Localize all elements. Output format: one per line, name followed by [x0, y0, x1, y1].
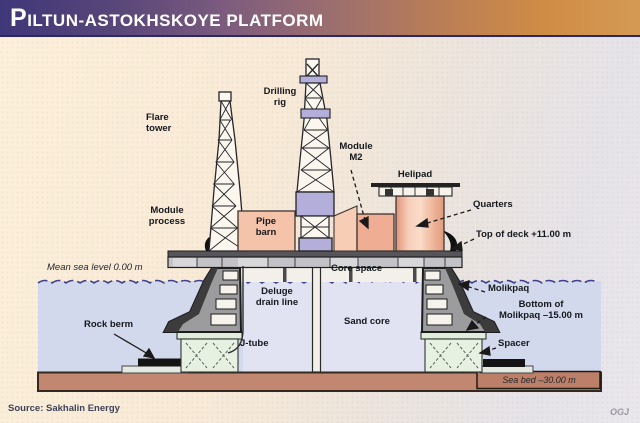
label-drilling-rig: Drilling rig	[263, 86, 297, 108]
label-bottom-of-molikpaq: Bottom of Molikpaq –15.00 m	[499, 299, 583, 321]
sea-bed-label-box	[476, 370, 601, 390]
ogj-logo: OGJ	[610, 407, 630, 417]
deck	[167, 250, 463, 269]
label-spacer: Spacer	[498, 338, 530, 349]
label-flare-tower: Flare tower	[146, 112, 172, 134]
label-deluge-drain-line: Deluge drain line	[255, 286, 299, 308]
spacer-base-right	[420, 331, 487, 373]
label-quarters: Quarters	[473, 199, 513, 210]
label-helipad: Helipad	[397, 169, 433, 180]
label-sea-bed: Sea bed –30.00 m	[502, 374, 576, 385]
sand-core-area	[243, 281, 429, 372]
label-top-of-deck: Top of deck +11.00 m	[476, 229, 572, 240]
mid-module	[333, 205, 358, 252]
core-space-band	[241, 267, 422, 282]
deluge-drain-pipe	[227, 266, 244, 354]
page-title: PILTUN-ASTOKHSKOYE PLATFORM	[10, 4, 324, 32]
drilling-rig-structure	[295, 58, 335, 252]
drilling-slot	[311, 266, 322, 373]
title-banner: PILTUN-ASTOKHSKOYE PLATFORM	[0, 0, 640, 37]
leader-arrows	[113, 169, 497, 359]
flare-tower-structure	[208, 91, 246, 252]
label-sand-core: Sand core	[344, 316, 390, 327]
label-rock-berm: Rock berm	[84, 319, 134, 330]
spacer-base-left	[176, 331, 243, 373]
label-module-process: Module process	[148, 205, 186, 227]
molikpaq-leg-left	[162, 267, 243, 333]
pipe-barn-module	[237, 210, 296, 252]
helipad-structure	[371, 183, 460, 197]
deck-corner-right	[442, 230, 458, 251]
seabed	[37, 370, 602, 392]
deck-corner-left	[204, 232, 220, 251]
label-module-m2: Module M2	[339, 141, 373, 163]
label-mean-sea-level: Mean sea level 0.00 m	[47, 262, 143, 273]
label-core-space: Core space	[331, 263, 383, 274]
label-molikpaq: Molikpaq	[488, 283, 530, 294]
label-pipe-barn: Pipe barn	[255, 216, 277, 238]
source-credit: Source: Sakhalin Energy	[8, 403, 120, 414]
label-j-tube: J-tube	[240, 338, 269, 349]
